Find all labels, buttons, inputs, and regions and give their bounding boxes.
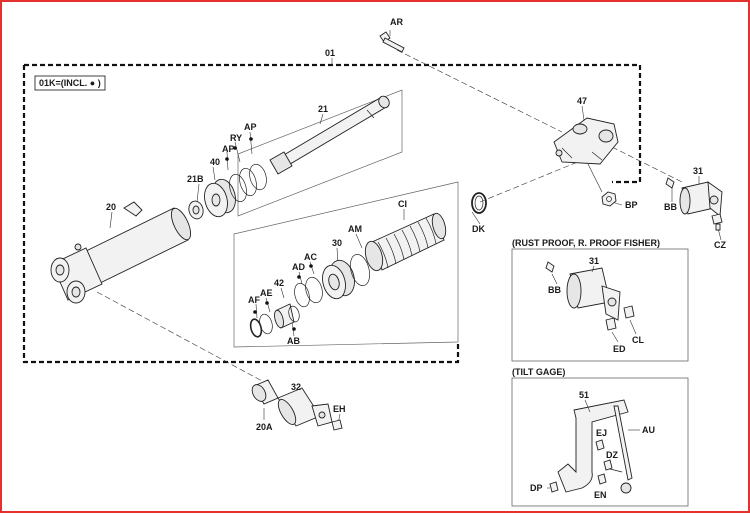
label-dk: DK: [472, 224, 485, 234]
rust-proof-bb: [545, 261, 555, 273]
label-dz: DZ: [606, 450, 618, 460]
label-20: 20: [106, 202, 116, 212]
bolt-cz: [711, 213, 723, 231]
pin-32: [277, 387, 333, 427]
tilt-gage-box: (TILT GAGE): [511, 367, 689, 507]
piston-40: [204, 163, 267, 218]
tilt-gage-dz: [603, 459, 613, 471]
label-47: 47: [577, 96, 587, 106]
seal-rings: [249, 276, 323, 338]
rust-proof-box: (RUST PROOF, R. PROOF FISHER): [511, 238, 689, 362]
label-bp: BP: [625, 200, 638, 210]
cylinder-tube-20: [50, 201, 192, 304]
tilt-gage-ej: [595, 439, 605, 451]
label-40: 40: [210, 157, 220, 167]
bushing-20a: [251, 379, 279, 405]
label-bb: BB: [664, 202, 677, 212]
label-rp-ed: ED: [613, 344, 626, 354]
rust-proof-box-title: (RUST PROOF, R. PROOF FISHER): [512, 238, 660, 248]
snap-ring-dk: [471, 192, 487, 214]
nut-21b: [188, 200, 204, 220]
label-30: 30: [332, 238, 342, 248]
label-dp: DP: [530, 483, 543, 493]
label-ej: EJ: [596, 428, 607, 438]
label-ad: AD: [292, 262, 305, 272]
label-21: 21: [318, 104, 328, 114]
label-ac: AC: [304, 252, 317, 262]
kit-marker-dots: [225, 137, 313, 331]
label-rp-bb: BB: [548, 285, 561, 295]
label-ar: AR: [390, 17, 403, 27]
assembly-boundary: [22, 63, 642, 364]
label-ab: AB: [287, 336, 300, 346]
label-cz: CZ: [714, 240, 726, 250]
label-ap-1: AP: [244, 122, 257, 132]
label-eh: EH: [333, 404, 346, 414]
tilt-gage-dp: [549, 481, 559, 493]
label-51: 51: [579, 390, 589, 400]
tilt-gage-bracket-51: [557, 399, 633, 494]
label-ae: AE: [260, 288, 273, 298]
label-20a: 20A: [256, 422, 273, 432]
label-42: 42: [274, 278, 284, 288]
bolt-ar: [379, 31, 405, 53]
ring-am: [350, 254, 370, 286]
part-labels: AR 01 21 47 AP RY AP 40 21B 20 31 BB CZ …: [106, 17, 726, 500]
label-ry: RY: [230, 133, 242, 143]
label-assy-01: 01: [325, 48, 335, 58]
assembly-note-text: 01K=(INCL. ● ): [39, 78, 101, 88]
label-31: 31: [693, 166, 703, 176]
pin-31: [679, 181, 723, 217]
label-21b: 21B: [187, 174, 204, 184]
label-ap-2: AP: [222, 144, 235, 154]
piston-rod-21: [269, 95, 390, 175]
rust-proof-ed: [605, 317, 617, 331]
grease-nipple-bb: [665, 177, 675, 189]
leader-lines: [96, 30, 722, 425]
gland-30: [322, 259, 355, 300]
rust-proof-cl: [623, 305, 635, 319]
nut-bp: [601, 191, 617, 207]
tilt-gage-en: [597, 473, 607, 485]
label-ci: CI: [398, 199, 407, 209]
clevis-head-47: [553, 117, 619, 165]
boot-ci: [364, 212, 447, 272]
label-au: AU: [642, 425, 655, 435]
label-rp-31: 31: [589, 256, 599, 266]
rust-proof-pin-31: [566, 267, 621, 321]
label-af: AF: [248, 295, 260, 305]
label-en: EN: [594, 490, 607, 500]
label-32: 32: [291, 382, 301, 392]
tilt-gage-box-title: (TILT GAGE): [512, 367, 565, 377]
label-am: AM: [348, 224, 362, 234]
bolt-eh: [331, 419, 343, 431]
label-rp-cl: CL: [632, 335, 644, 345]
assembly-note-box: 01K=(INCL. ● ): [34, 75, 106, 91]
